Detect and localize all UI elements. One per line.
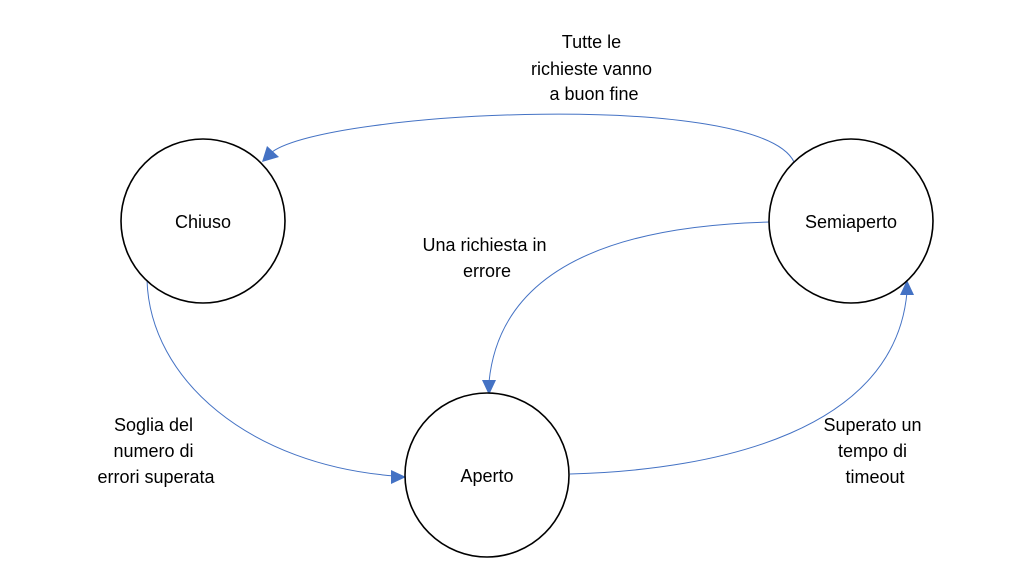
arrow-head-open-from-closed (391, 470, 406, 484)
label-open-to-half-open: Superato un tempo di timeout (823, 415, 926, 487)
label-closed-to-open: Soglia del numero di errori superata (97, 415, 215, 487)
arrow-head-open-from-half-open (482, 380, 496, 395)
label-half-open-to-open: Una richiesta in errore (422, 235, 551, 281)
edge-half-open-to-open (488, 221, 771, 383)
state-circle-closed (120, 138, 286, 304)
edge-half-open-to-closed (271, 113, 795, 163)
state-node-half-open: Semiaperto (768, 138, 934, 304)
edge-closed-to-open (146, 279, 396, 477)
state-label-closed: Chiuso (175, 212, 231, 232)
state-node-closed: Chiuso (120, 138, 286, 304)
state-circle-half-open (768, 138, 934, 304)
state-label-half-open: Semiaperto (805, 212, 897, 232)
arrow-head-closed (262, 146, 279, 162)
state-circle-open (404, 392, 570, 558)
label-half-open-to-closed: Tutte le richieste vanno a buon fine (531, 32, 657, 104)
arrow-head-half-open (900, 280, 914, 295)
edge-open-to-half-open (569, 291, 908, 475)
state-node-open: Aperto (404, 392, 570, 558)
state-label-open: Aperto (460, 466, 513, 486)
